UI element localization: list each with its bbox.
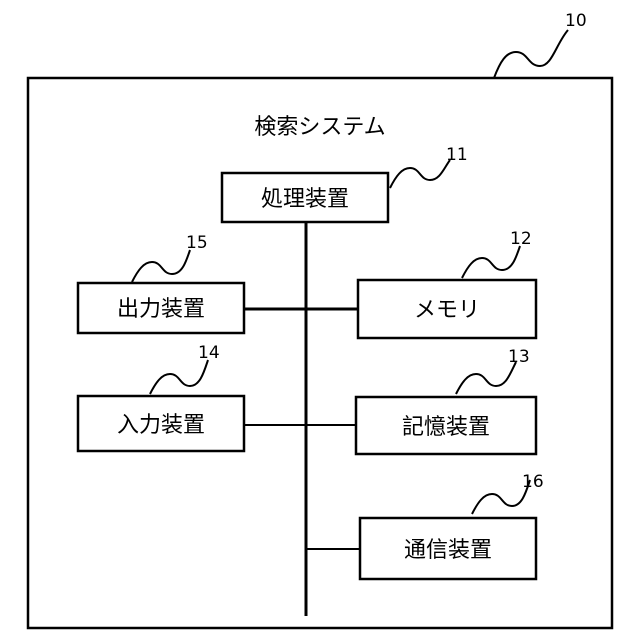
storage-node: 記憶装置 13 [356,347,536,454]
memory-label: メモリ [414,298,480,323]
output-ref-leader [132,250,190,282]
input-ref-number: 14 [198,343,220,363]
processor-label: 処理装置 [261,187,349,212]
comm-node: 通信装置 16 [360,472,544,579]
system-title: 検索システム [254,115,385,140]
input-node: 入力装置 14 [78,343,244,451]
processor-ref-leader [390,160,450,188]
input-label: 入力装置 [117,413,205,438]
comm-label: 通信装置 [404,538,492,563]
processor-ref-number: 11 [446,145,468,165]
output-node: 出力装置 15 [78,233,244,333]
system-ref-leader [494,30,568,78]
output-label: 出力装置 [117,297,205,322]
storage-ref-leader [456,362,516,394]
comm-ref-number: 16 [522,472,544,492]
memory-ref-leader [462,246,520,278]
memory-node: メモリ 12 [358,229,536,338]
storage-label: 記憶装置 [402,415,490,440]
output-ref-number: 15 [186,233,208,253]
processor-node: 処理装置 11 [222,145,468,222]
input-ref-leader [150,360,208,394]
memory-ref-number: 12 [510,229,532,249]
storage-ref-number: 13 [508,347,530,367]
system-ref-number: 10 [565,11,587,31]
